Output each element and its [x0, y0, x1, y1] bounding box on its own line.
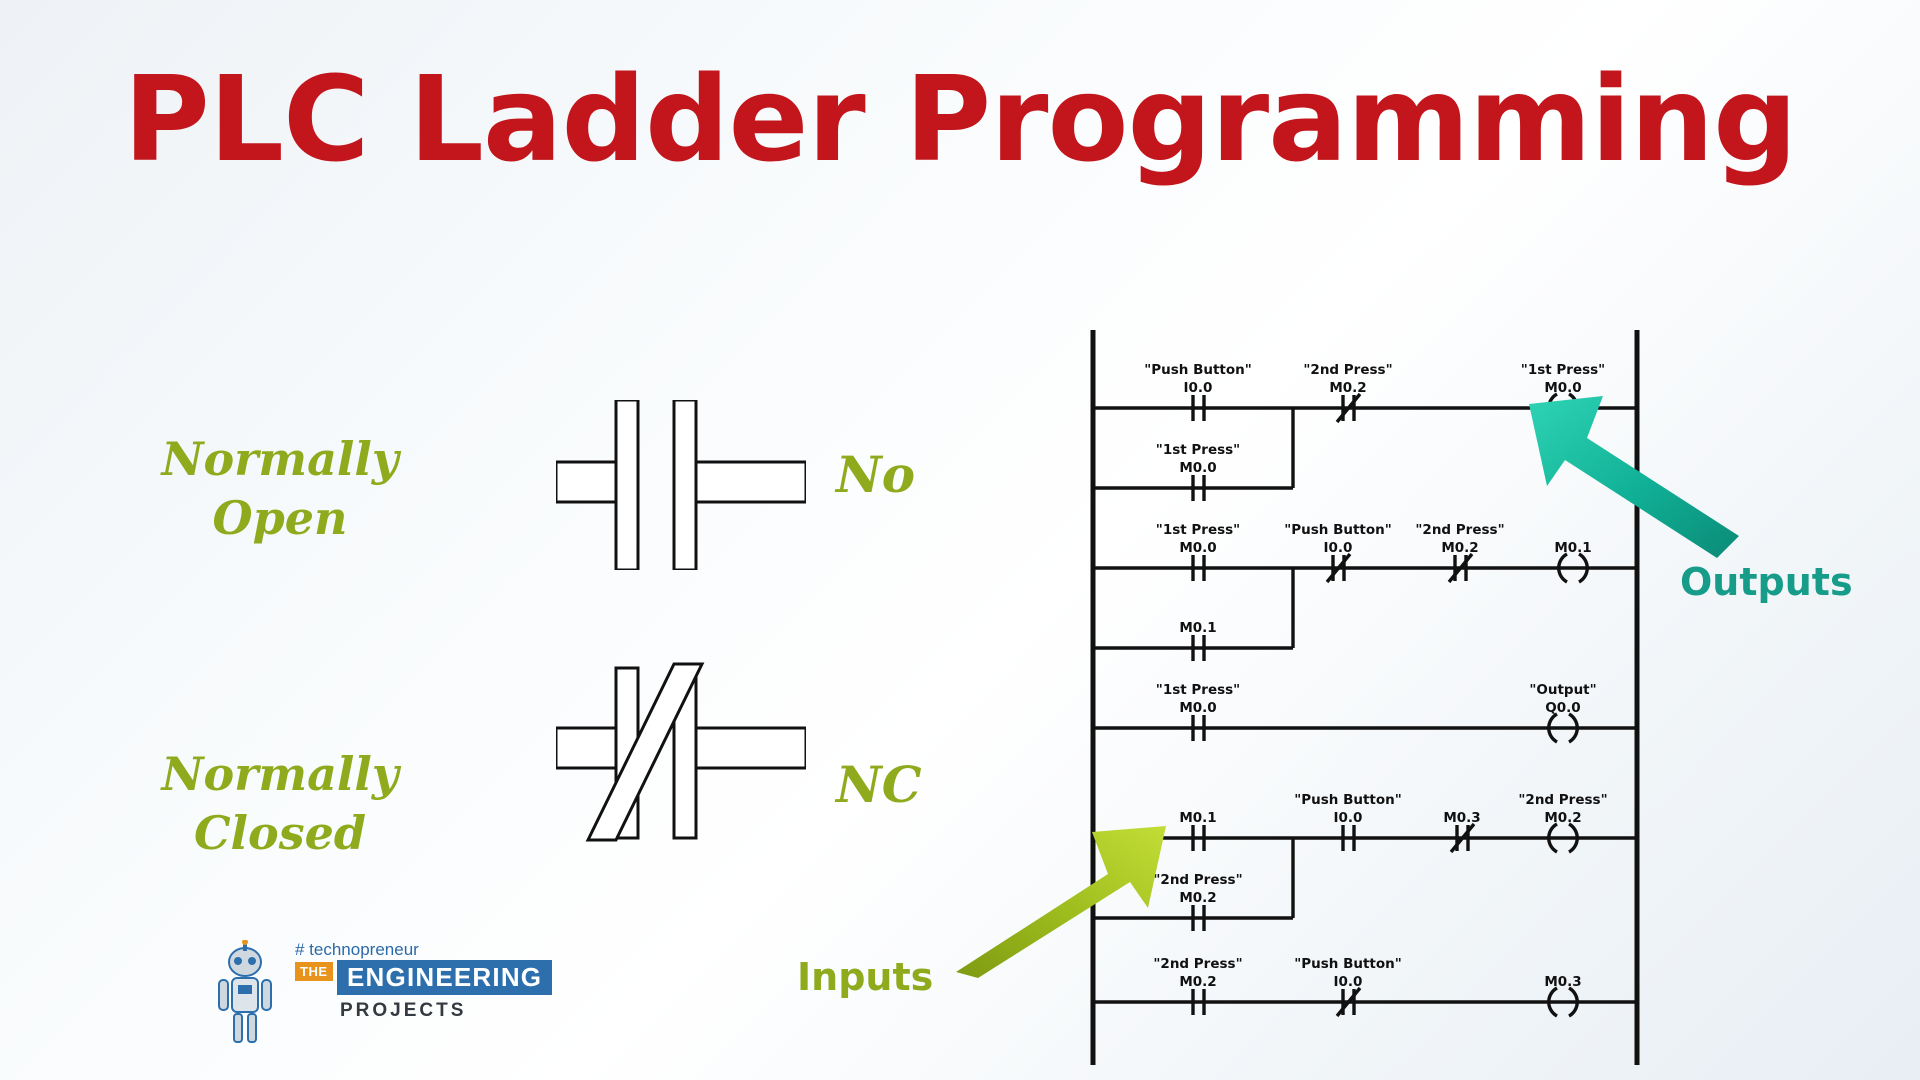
ladder-diagram: "Push Button" I0.0 "1st Press" M0.0 "2nd… — [1090, 330, 1640, 1065]
normally-closed-label: Normally Closed — [161, 747, 399, 860]
rung-5-coil-address: M0.3 — [1544, 974, 1581, 990]
rung-4-contact-1-address: M0.1 — [1179, 810, 1216, 826]
rung-1-branch-name: "1st Press" — [1156, 442, 1240, 458]
rung-2-contact-2-address: I0.0 — [1324, 540, 1353, 556]
rung-3: "1st Press" M0.0 "Output" Q0.0 — [1093, 682, 1637, 744]
rung-4-contact-2-address: I0.0 — [1334, 810, 1363, 826]
rung-4-coil-address: M0.2 — [1544, 810, 1581, 826]
normally-open-abbr: No — [836, 445, 916, 504]
rung-1-coil-name: "1st Press" — [1521, 362, 1605, 378]
rung-2-contact-2-name: "Push Button" — [1284, 522, 1392, 538]
rung-5-contact-2-name: "Push Button" — [1294, 956, 1402, 972]
rung-1: "Push Button" I0.0 "1st Press" M0.0 "2nd… — [1091, 362, 1637, 503]
outputs-arrow-icon — [1529, 396, 1739, 558]
rung-3-coil-address: Q0.0 — [1545, 700, 1580, 716]
rung-4-coil-name: "2nd Press" — [1518, 792, 1607, 808]
page-title: PLC Ladder Programming — [123, 50, 1797, 188]
rung-1-contact-2-address: M0.2 — [1329, 380, 1366, 396]
rung-4-contact-3-address: M0.3 — [1443, 810, 1480, 826]
rung-1-contact-1-address: I0.0 — [1184, 380, 1213, 396]
logo-the: THE — [295, 962, 333, 981]
rung-3-contact-1-address: M0.0 — [1179, 700, 1216, 716]
rung-1-contact-2-name: "2nd Press" — [1303, 362, 1392, 378]
brand-logo: # technopreneur THE ENGINEERING PROJECTS — [205, 940, 553, 1050]
rung-1-coil-address: M0.0 — [1544, 380, 1581, 396]
rung-5: "2nd Press" M0.2 "Push Button" I0.0 M0.3 — [1093, 956, 1637, 1018]
normally-closed-abbr: NC — [836, 755, 922, 814]
outputs-callout-label: Outputs — [1680, 560, 1853, 604]
rung-3-coil-name: "Output" — [1529, 682, 1596, 698]
rung-5-contact-1-address: M0.2 — [1179, 974, 1216, 990]
inputs-arrow-icon — [956, 826, 1166, 978]
normally-open-label: Normally Open — [161, 432, 399, 545]
rung-2-coil-address: M0.1 — [1554, 540, 1591, 556]
nc-contact-symbol — [556, 662, 806, 842]
rung-4-contact-2-name: "Push Button" — [1294, 792, 1402, 808]
rung-4-branch-address: M0.2 — [1179, 890, 1216, 906]
rung-2-contact-1-name: "1st Press" — [1156, 522, 1240, 538]
logo-tagline: # technopreneur — [295, 940, 419, 959]
rung-2: "1st Press" M0.0 M0.1 "Push Button" I0.0… — [1091, 522, 1637, 663]
logo-projects: PROJECTS — [340, 1000, 467, 1021]
rung-2-branch-address: M0.1 — [1179, 620, 1216, 636]
rung-1-branch-address: M0.0 — [1179, 460, 1216, 476]
inputs-callout-label: Inputs — [797, 955, 934, 999]
rung-5-contact-1-name: "2nd Press" — [1153, 956, 1242, 972]
rung-2-contact-3-address: M0.2 — [1441, 540, 1478, 556]
rung-2-contact-3-name: "2nd Press" — [1415, 522, 1504, 538]
no-contact-symbol — [556, 400, 806, 570]
rung-4: M0.1 "2nd Press" M0.2 "Push Button" I0.0… — [1091, 792, 1637, 933]
rung-4-branch-name: "2nd Press" — [1153, 872, 1242, 888]
rung-3-contact-1-name: "1st Press" — [1156, 682, 1240, 698]
logo-engineering: ENGINEERING — [337, 960, 553, 995]
rung-1-contact-1-name: "Push Button" — [1144, 362, 1252, 378]
rung-2-contact-1-address: M0.0 — [1179, 540, 1216, 556]
robot-mascot-icon — [218, 940, 272, 1043]
rung-5-contact-2-address: I0.0 — [1334, 974, 1363, 990]
